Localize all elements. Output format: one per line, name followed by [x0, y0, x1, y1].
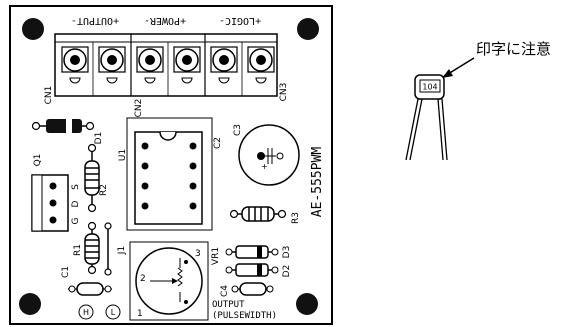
r1-label: R1	[73, 244, 83, 256]
mounting-hole-br	[296, 293, 318, 315]
l-marker: L	[105, 304, 121, 320]
capacitor-c4	[231, 282, 274, 296]
resistor-r1	[84, 221, 100, 275]
mounting-hole-bl	[19, 293, 41, 315]
svg-text:L: L	[111, 308, 116, 317]
screw-terminal-4	[173, 46, 201, 84]
d1-label: D1	[94, 132, 104, 145]
mounting-hole-tr	[297, 18, 319, 40]
h-marker: H	[78, 304, 94, 320]
r3-label: R3	[291, 212, 301, 224]
cn1-label: CN1	[44, 86, 54, 105]
j1-label: J1	[117, 246, 127, 255]
svg-text:H: H	[83, 308, 89, 317]
diode-d1	[31, 119, 95, 133]
screw-terminal-2	[98, 46, 126, 84]
output-caption-line2: (PULSEWIDTH)	[212, 311, 277, 321]
output-caption-line1: OUTPUT	[212, 300, 245, 310]
board-name: AE-555PWM	[310, 147, 325, 218]
cn2-label: CN2	[134, 99, 144, 118]
screw-terminal-1	[61, 46, 89, 84]
power-terminal-label: +POWER-	[144, 15, 186, 26]
screw-terminal-5	[210, 46, 238, 84]
vr1-pin3: 3	[195, 249, 201, 259]
resistor-r3	[229, 206, 287, 222]
r2-label: R2	[99, 184, 109, 196]
c1-label: C1	[61, 266, 71, 278]
diode-d3	[225, 245, 279, 259]
capacitor-c3: +	[238, 124, 300, 186]
g-label: G	[71, 217, 81, 224]
q1-label: Q1	[33, 154, 43, 167]
s-label: S	[71, 184, 81, 190]
mounting-hole-tl	[22, 18, 44, 40]
diode-d2	[225, 263, 279, 277]
callout-note: 印字に注意	[476, 40, 551, 58]
terminal-block	[54, 33, 278, 97]
c3-label: C3	[233, 124, 243, 136]
screw-terminal-3	[136, 46, 164, 84]
c2-label: C2	[213, 137, 223, 149]
capacitor-code: 104	[422, 83, 437, 92]
jumper-j1	[104, 222, 112, 276]
transistor-q1	[31, 174, 69, 232]
cn3-label: CN3	[279, 83, 289, 102]
u1-label: U1	[118, 149, 128, 161]
capacitor-c1	[68, 282, 112, 296]
c4-label: C4	[220, 285, 230, 297]
d-label: D	[71, 200, 81, 207]
ic-u1	[126, 117, 213, 231]
screw-terminal-6	[247, 46, 275, 84]
ceramic-capacitor-illustration	[405, 74, 448, 161]
trimmer-vr1	[129, 241, 209, 321]
svg-text:+: +	[261, 162, 268, 171]
vr1-pin2: 2	[140, 274, 146, 284]
vr1-label: VR1	[211, 247, 221, 265]
vr1-pin1: 1	[137, 309, 143, 319]
logic-terminal-label: +LOGIC-	[219, 15, 261, 26]
d3-label: D3	[282, 246, 292, 259]
arrow-icon	[442, 57, 475, 78]
output-terminal-label: +OUTPUT-	[71, 15, 119, 26]
d2-label: D2	[282, 265, 292, 278]
resistor-r2	[84, 143, 100, 213]
